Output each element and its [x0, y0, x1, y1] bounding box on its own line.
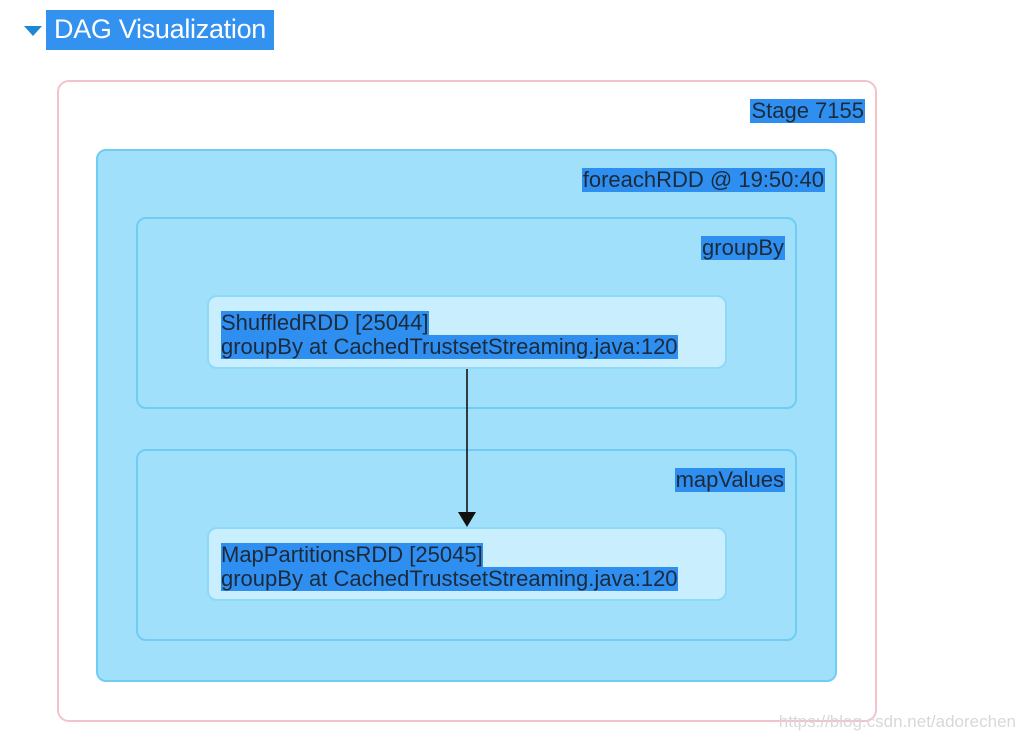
operation-label-groupby: groupBy	[701, 235, 785, 260]
caret-down-icon[interactable]	[24, 26, 42, 36]
rdd-node-callsite: groupBy at CachedTrustsetStreaming.java:…	[221, 334, 678, 359]
rdd-node-shuffled[interactable]: ShuffledRDD [25044] groupBy at CachedTru…	[207, 295, 727, 369]
watermark: https://blog.csdn.net/adorechen	[778, 712, 1016, 731]
rdd-scope-label: foreachRDD @ 19:50:40	[581, 167, 825, 192]
rdd-node-mappartitions[interactable]: MapPartitionsRDD [25045] groupBy at Cach…	[207, 527, 727, 601]
rdd-node-name: ShuffledRDD [25044]	[221, 310, 429, 335]
rdd-node-callsite: groupBy at CachedTrustsetStreaming.java:…	[221, 566, 678, 591]
section-title[interactable]: DAG Visualization	[46, 10, 275, 50]
rdd-node-name: MapPartitionsRDD [25045]	[221, 542, 483, 567]
stage-label: Stage 7155	[750, 98, 865, 123]
operation-label-mapvalues: mapValues	[674, 467, 785, 492]
dag-visualization-toggle[interactable]: DAG Visualization	[24, 10, 275, 50]
arrowhead-icon	[458, 512, 476, 527]
